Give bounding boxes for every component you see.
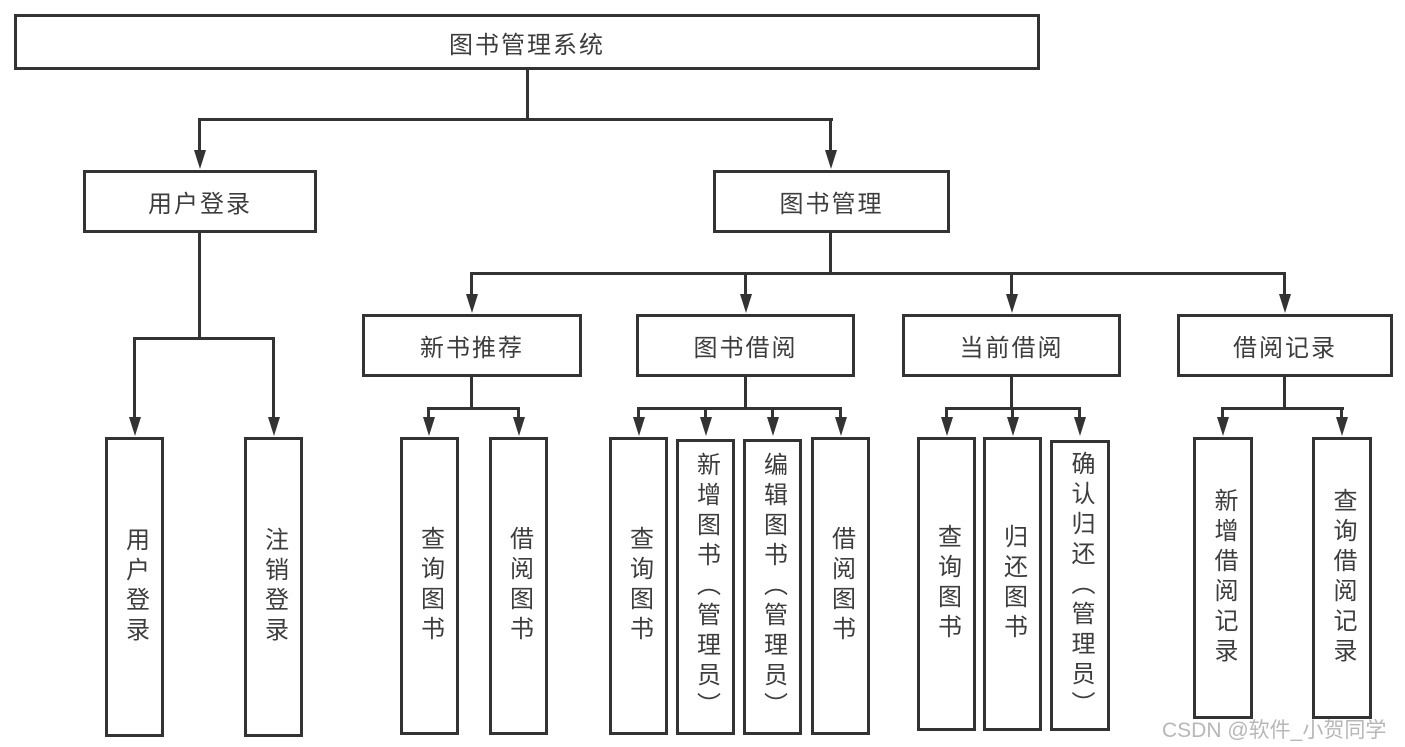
node-new-book-recommendation: 新书推荐 <box>362 314 582 377</box>
node-label: 图书管理系统 <box>449 31 605 59</box>
arrow-to-leaf-borrow-books-1 <box>512 407 525 436</box>
arrow-to-current-borrowing <box>1005 272 1018 313</box>
leaf-label: 借阅图书 <box>505 526 533 646</box>
leaf-label: 确认归还（管理员） <box>1067 450 1094 721</box>
connector-book-borrowing-stem <box>744 377 747 409</box>
connector-current-borrowing-stem <box>1010 377 1013 409</box>
arrow-to-leaf-confirm-return <box>1073 407 1086 436</box>
arrow-to-leaf-add-books <box>699 407 712 436</box>
leaf-label: 查询借阅记录 <box>1329 488 1356 668</box>
leaf-label: 注销登录 <box>260 527 288 647</box>
connector-root-stem <box>526 70 529 119</box>
leaf-query-books-1: 查询图书 <box>400 437 459 735</box>
leaf-add-books-admin: 新增图书（管理员） <box>676 439 735 735</box>
connector-user-login-stem <box>198 233 201 339</box>
connector-book-borrowing-rail <box>637 407 842 410</box>
arrow-to-book-management <box>824 118 837 169</box>
leaf-query-borrow-record: 查询借阅记录 <box>1312 437 1372 719</box>
leaf-label: 查询图书 <box>416 526 444 646</box>
arrow-to-borrowing-records <box>1278 272 1291 313</box>
node-user-login: 用户登录 <box>83 170 317 233</box>
node-book-borrowing: 图书借阅 <box>636 314 855 377</box>
node-label: 用户登录 <box>148 191 252 218</box>
connector-user-login-rail <box>133 337 275 340</box>
arrow-to-leaf-add-record <box>1216 407 1229 436</box>
node-borrowing-records: 借阅记录 <box>1177 314 1393 377</box>
connector-level2-rail <box>198 118 833 121</box>
node-current-borrowing: 当前借阅 <box>902 314 1121 377</box>
arrow-to-book-borrowing <box>739 272 752 313</box>
leaf-label: 查询图书 <box>625 526 653 646</box>
leaf-return-books: 归还图书 <box>983 437 1042 731</box>
leaf-label: 用户登录 <box>121 527 149 647</box>
node-label: 当前借阅 <box>959 335 1064 362</box>
leaf-query-books-3: 查询图书 <box>917 437 976 731</box>
connector-borrowing-records-rail <box>1221 407 1344 410</box>
watermark: CSDN @软件_小贺同学 <box>1162 719 1387 742</box>
leaf-edit-books-admin: 编辑图书（管理员） <box>743 439 802 735</box>
leaf-add-borrow-record: 新增借阅记录 <box>1193 437 1253 719</box>
leaf-logout: 注销登录 <box>244 437 303 737</box>
connector-new-book-rail <box>427 407 520 410</box>
leaf-label: 新增图书（管理员） <box>692 452 720 722</box>
arrow-to-leaf-query-books-1 <box>422 407 435 436</box>
leaf-borrow-books-1: 借阅图书 <box>489 437 548 735</box>
leaf-query-books-2: 查询图书 <box>609 437 668 735</box>
arrow-to-leaf-return-books <box>1006 407 1019 436</box>
leaf-user-login: 用户登录 <box>105 437 164 737</box>
leaf-confirm-return-admin: 确认归还（管理员） <box>1050 440 1110 731</box>
connector-new-book-stem <box>470 377 473 409</box>
leaf-label: 查询图书 <box>933 524 961 644</box>
arrow-to-leaf-query-books-3 <box>940 407 953 436</box>
arrow-to-leaf-query-books-2 <box>632 407 645 436</box>
leaf-label: 新增借阅记录 <box>1210 488 1237 668</box>
connector-level3-rail <box>470 272 1286 275</box>
connector-borrowing-records-stem <box>1283 377 1286 409</box>
node-label: 新书推荐 <box>420 335 524 362</box>
node-label: 图书管理 <box>779 191 884 218</box>
leaf-label: 编辑图书（管理员） <box>759 452 787 722</box>
arrow-to-user-login <box>193 118 206 169</box>
arrow-to-leaf-logout <box>267 337 280 436</box>
arrow-to-new-book-recommendation <box>465 272 478 313</box>
leaf-label: 归还图书 <box>999 524 1027 644</box>
node-library-management-system: 图书管理系统 <box>14 14 1040 70</box>
leaf-label: 借阅图书 <box>827 526 855 646</box>
node-book-management: 图书管理 <box>713 170 950 233</box>
arrow-to-leaf-query-record <box>1335 407 1348 436</box>
node-label: 借阅记录 <box>1233 335 1337 362</box>
leaf-borrow-books-2: 借阅图书 <box>811 437 870 735</box>
arrow-to-leaf-edit-books <box>766 407 779 436</box>
arrow-to-leaf-borrow-books-2 <box>834 407 847 436</box>
connector-book-management-stem <box>829 233 832 274</box>
node-label: 图书借阅 <box>693 335 798 362</box>
arrow-to-leaf-user-login <box>128 337 141 436</box>
